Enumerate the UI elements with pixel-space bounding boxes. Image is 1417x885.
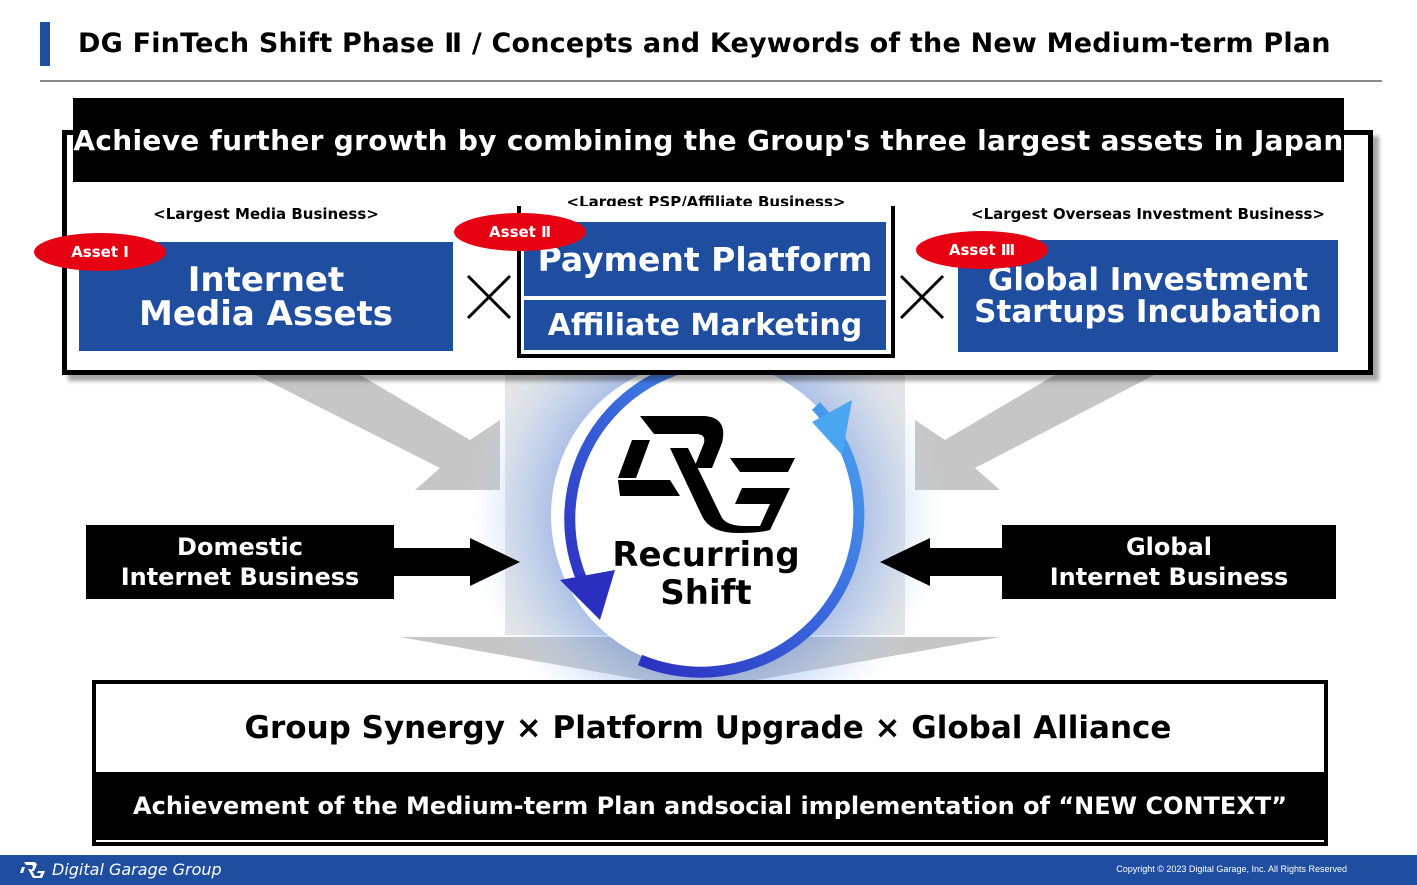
recurring-ring-right bbox=[637, 402, 865, 678]
asset-3-box: Global Investment Startups Incubation bbox=[958, 240, 1338, 352]
arrow-right-diagonal bbox=[915, 372, 1160, 490]
ring-arrowhead-left bbox=[560, 570, 615, 620]
global-line2: Internet Business bbox=[1049, 563, 1289, 591]
keywords-text: Group Synergy × Platform Upgrade × Globa… bbox=[244, 710, 1172, 746]
asset-3-badge: Asset Ⅲ bbox=[916, 231, 1048, 269]
asset-1-badge: Asset Ⅰ bbox=[34, 233, 166, 271]
title-divider bbox=[40, 80, 1382, 82]
footer-copyright: Copyright © 2023 Digital Garage, Inc. Al… bbox=[1116, 864, 1347, 874]
page-title: DG FinTech Shift Phase Ⅱ / Concepts and … bbox=[78, 28, 1331, 59]
asset-3-line1: Global Investment bbox=[987, 262, 1309, 298]
footer-brand: Digital Garage Group bbox=[52, 860, 222, 879]
asset-3-line2: Startups Incubation bbox=[974, 294, 1322, 330]
asset-2-bottom-box: Affiliate Marketing bbox=[524, 300, 886, 350]
achievement-banner: Achievement of the Medium-term Plan ands… bbox=[96, 772, 1324, 840]
dg-logo-icon bbox=[618, 416, 795, 533]
top-banner: Achieve further growth by combining the … bbox=[73, 98, 1344, 182]
multiply-icon-2 bbox=[899, 274, 945, 320]
recurring-shift-line2: Shift bbox=[660, 573, 752, 613]
recurring-shift-label: Recurring Shift bbox=[566, 536, 846, 612]
asset-2-badge: Asset Ⅱ bbox=[454, 213, 586, 251]
domestic-line2: Internet Business bbox=[120, 563, 360, 591]
asset-2-top-box: Payment Platform bbox=[524, 222, 886, 296]
asset-1-line1: Internet bbox=[187, 259, 345, 300]
arrow-from-right bbox=[880, 538, 1002, 586]
global-line1: Global bbox=[1125, 533, 1212, 561]
arrow-left-diagonal bbox=[250, 372, 500, 490]
asset-1-category: <Largest Media Business> bbox=[153, 205, 379, 223]
footer-dg-logo-icon bbox=[20, 862, 45, 878]
footer-bar: Digital Garage Group Copyright © 2023 Di… bbox=[0, 855, 1417, 885]
asset-2-line2: Affiliate Marketing bbox=[547, 307, 863, 343]
domestic-internet-box: Domestic Internet Business bbox=[86, 525, 394, 599]
multiply-icon-1 bbox=[466, 274, 512, 320]
asset-2-line1: Payment Platform bbox=[537, 239, 873, 279]
domestic-line1: Domestic bbox=[177, 533, 303, 561]
ring-arrowhead-right bbox=[812, 400, 852, 455]
global-internet-box: Global Internet Business bbox=[1002, 525, 1336, 599]
recurring-shift-line1: Recurring bbox=[612, 535, 800, 575]
asset-3-category: <Largest Overseas Investment Business> bbox=[971, 205, 1325, 223]
asset-1-line2: Media Assets bbox=[138, 293, 393, 334]
title-accent-bar bbox=[40, 22, 50, 66]
arrow-from-left bbox=[394, 538, 520, 586]
